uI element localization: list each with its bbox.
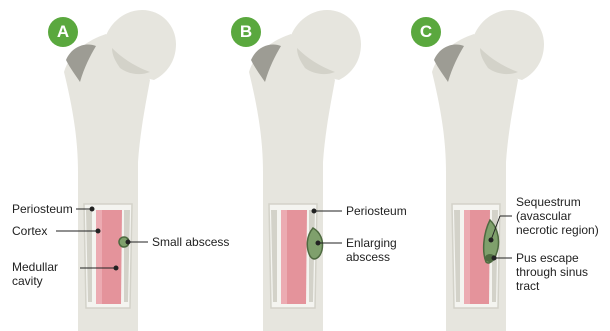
bone-a <box>64 10 176 331</box>
label-sequestrum: Sequestrum (avascular necrotic region) <box>516 195 599 237</box>
label-medullar-cavity: Medullar cavity <box>12 260 58 288</box>
label-small-abscess: Small abscess <box>152 235 229 249</box>
label-periosteum-b: Periosteum <box>346 204 407 218</box>
panel-a-badge: A <box>48 17 78 47</box>
label-periosteum-a: Periosteum <box>12 202 73 216</box>
label-pus-escape: Pus escape through sinus tract <box>516 251 588 293</box>
label-cortex: Cortex <box>12 224 47 238</box>
panel-c-badge: C <box>411 17 441 47</box>
bone-b <box>249 10 361 331</box>
label-enlarging-abscess: Enlarging abscess <box>346 236 397 264</box>
panel-b-badge: B <box>231 17 261 47</box>
